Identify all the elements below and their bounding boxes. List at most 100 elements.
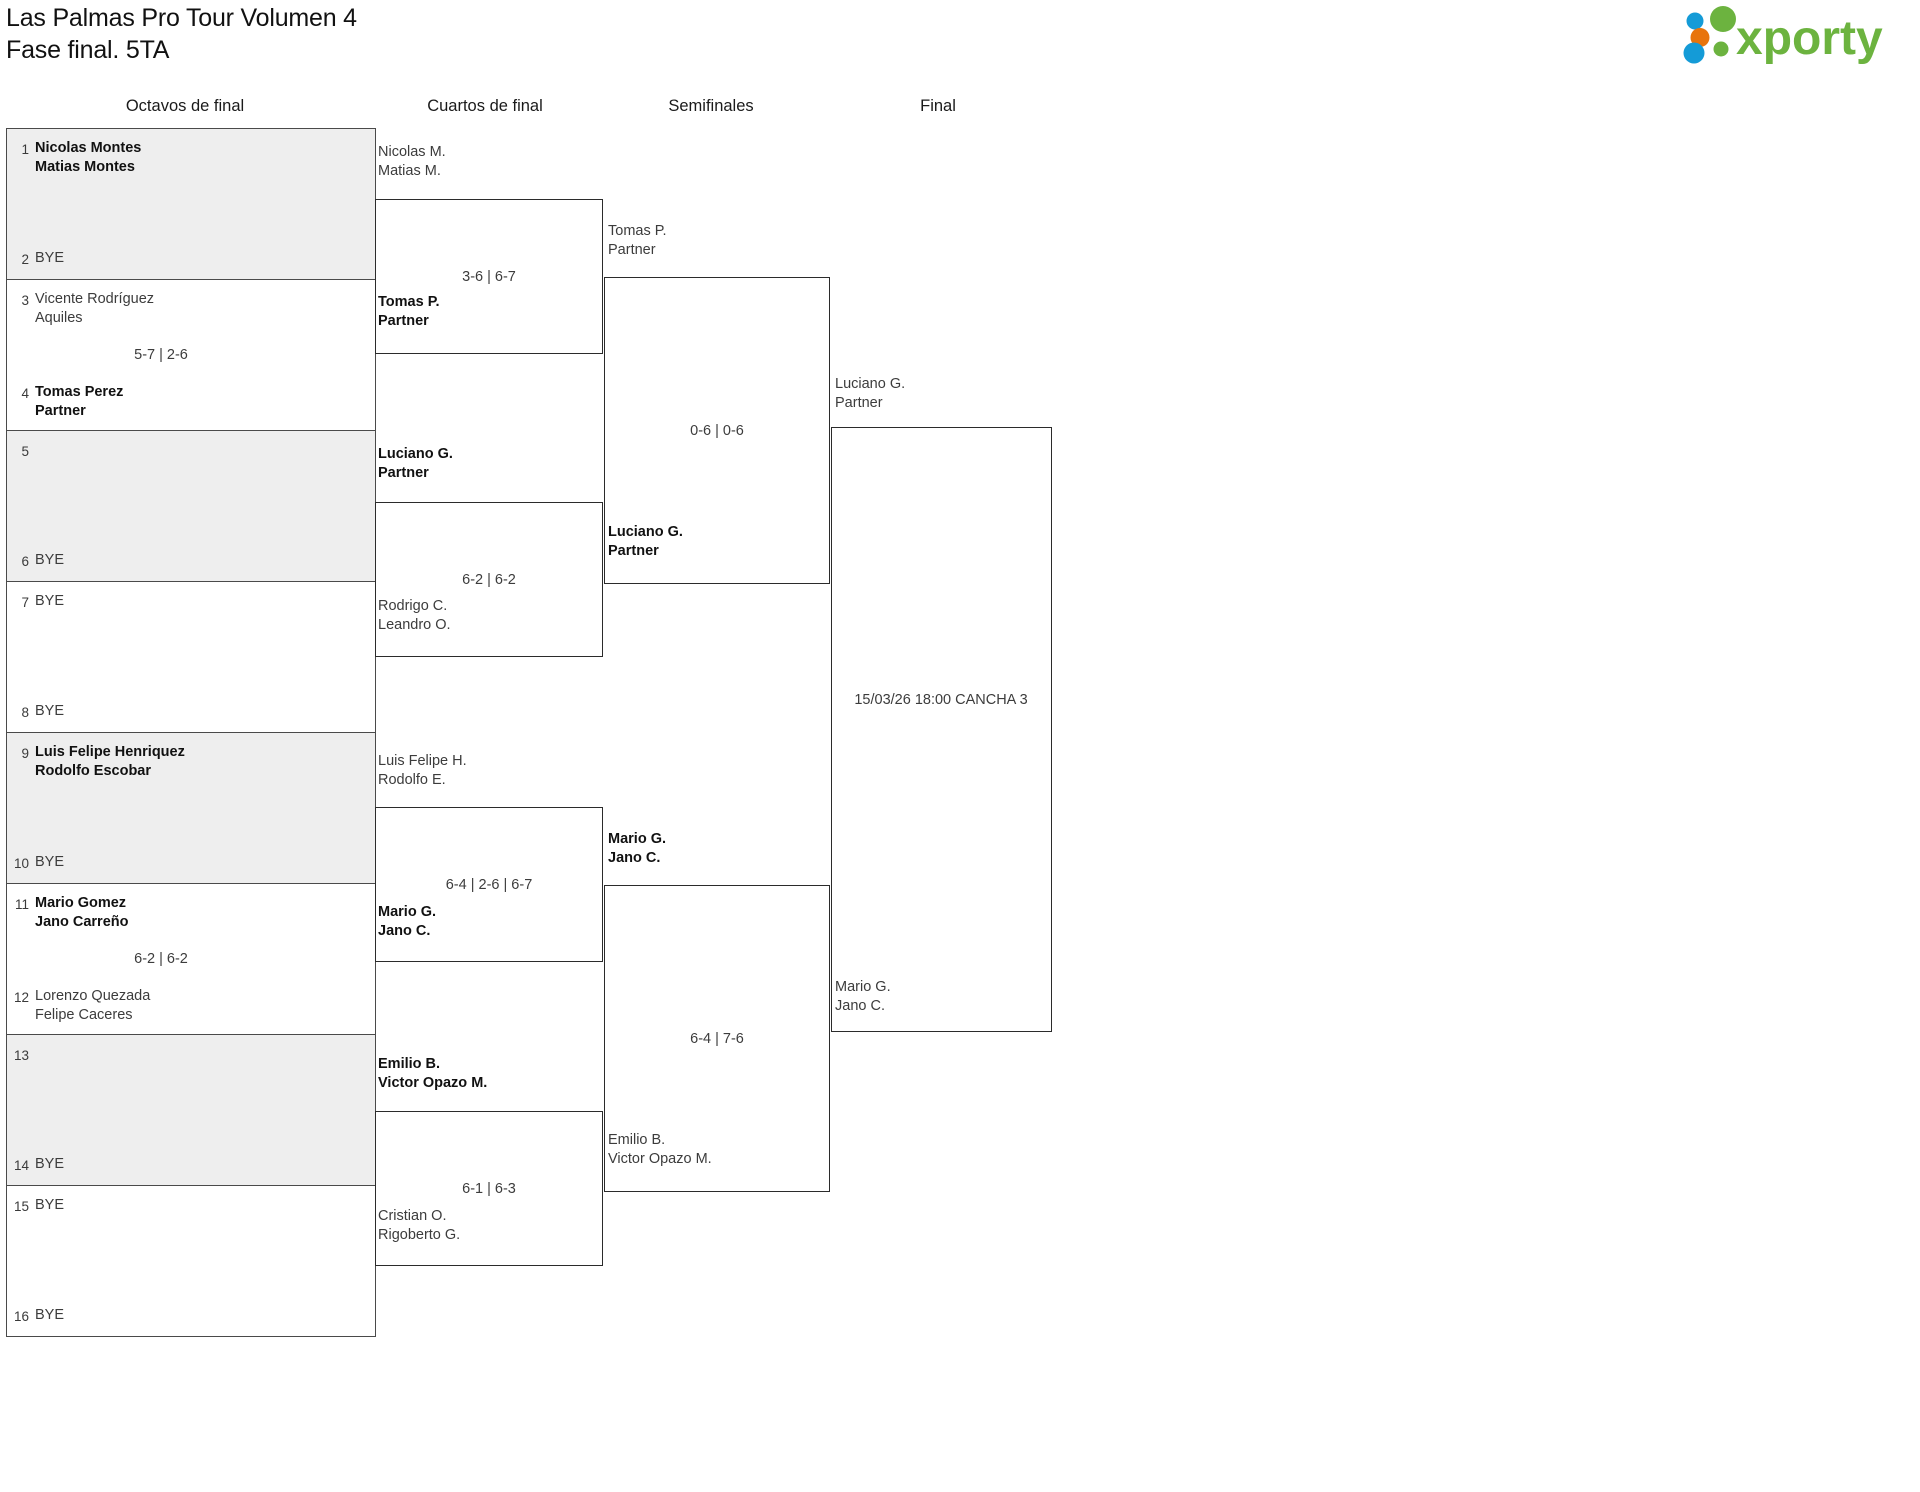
- player-line-1: Lorenzo Quezada: [35, 988, 151, 1004]
- match-score: 3-6 | 6-7: [462, 268, 516, 285]
- final-top-entry[interactable]: Luciano G. Partner: [835, 375, 905, 412]
- seed-number: 15: [13, 1199, 29, 1214]
- logo-dot-blue-bottom: [1683, 42, 1705, 64]
- player-line-1: Tomas P.: [378, 294, 440, 310]
- player-line-2: Rigoberto G.: [378, 1226, 461, 1243]
- round-header-octavos: Octavos de final: [125, 97, 245, 115]
- seed-number: 12: [13, 990, 29, 1005]
- round16-match-3[interactable]: 5 6 BYE: [7, 431, 375, 582]
- round16-match-1-bottom-slot[interactable]: 2 BYE: [7, 249, 375, 269]
- player-line-2: Matias M.: [378, 162, 441, 179]
- player-line-2: Victor Opazo M.: [608, 1150, 712, 1167]
- qf-match-2-top-entry[interactable]: Luciano G. Partner: [378, 445, 453, 482]
- xporty-logo: xporty: [1676, 6, 1906, 68]
- player-line-1: Nicolas Montes: [35, 140, 142, 156]
- player-line-2: Jano C.: [378, 922, 431, 939]
- qf-match-1-box[interactable]: 3-6 | 6-7: [375, 199, 603, 354]
- player-line-2: Jano Carreño: [35, 913, 129, 930]
- seed-number: 1: [21, 142, 29, 157]
- qf-match-2-bottom-entry[interactable]: Rodrigo C. Leandro O.: [378, 597, 451, 634]
- final-match-box[interactable]: [831, 427, 1052, 1032]
- match-score: 5-7 | 2-6: [134, 347, 188, 363]
- player-line-1: Tomas P.: [608, 223, 667, 239]
- sf-match-2-top-entry[interactable]: Mario G. Jano C.: [608, 830, 666, 867]
- qf-match-4-bottom-entry[interactable]: Cristian O. Rigoberto G.: [378, 1207, 460, 1244]
- round16-match-5[interactable]: 9 Luis Felipe Henriquez Rodolfo Escobar …: [7, 733, 375, 884]
- player-line-1: Emilio B.: [608, 1132, 666, 1148]
- round16-match-6-bottom-slot[interactable]: 12 Lorenzo Quezada Felipe Caceres: [7, 987, 375, 1024]
- final-schedule: 15/03/26 18:00 CANCHA 3: [854, 692, 1028, 708]
- player-line-2: Partner: [608, 542, 659, 559]
- player-line-2: Leandro O.: [378, 616, 451, 633]
- player-line-1: Vicente Rodríguez: [35, 291, 155, 307]
- seed-number: 8: [21, 705, 29, 720]
- sf-match-1-box[interactable]: 0-6 | 0-6: [604, 277, 830, 584]
- round16-match-8-bottom-slot[interactable]: 16 BYE: [7, 1306, 375, 1326]
- player-line-2: Rodolfo E.: [378, 771, 446, 788]
- round16-match-3-bottom-slot[interactable]: 6 BYE: [7, 551, 375, 571]
- player-line-1: Mario G.: [835, 979, 891, 995]
- round16-match-7-top-slot[interactable]: 13: [7, 1045, 375, 1065]
- sf-match-2-bottom-entry[interactable]: Emilio B. Victor Opazo M.: [608, 1131, 712, 1168]
- player-names: Luis Felipe Henriquez Rodolfo Escobar: [35, 743, 185, 780]
- match-score: 6-4 | 7-6: [690, 1030, 744, 1047]
- bye-label: BYE: [35, 552, 65, 568]
- player-line-2: Partner: [378, 464, 429, 481]
- player-line-1: Rodrigo C.: [378, 598, 448, 614]
- qf-match-3-top-entry[interactable]: Luis Felipe H. Rodolfo E.: [378, 752, 467, 789]
- match-score: 6-2 | 6-2: [462, 571, 516, 588]
- logo-dot-green-small: [1713, 41, 1729, 57]
- bye-label: BYE: [35, 593, 65, 609]
- qf-match-3-bottom-entry[interactable]: Mario G. Jano C.: [378, 903, 436, 940]
- round16-match-6[interactable]: 11 Mario Gomez Jano Carreño 12 Lorenzo Q…: [7, 884, 375, 1035]
- player-line-1: Luciano G.: [608, 524, 683, 540]
- qf-match-1-top-entry[interactable]: Nicolas M. Matias M.: [378, 143, 446, 180]
- player-line-2: Partner: [835, 394, 883, 411]
- final-bottom-entry[interactable]: Mario G. Jano C.: [835, 978, 891, 1015]
- round16-match-2-top-slot[interactable]: 3 Vicente Rodríguez Aquiles: [7, 290, 375, 327]
- round16-match-2[interactable]: 3 Vicente Rodríguez Aquiles 4 Tomas Pere…: [7, 280, 375, 431]
- round16-match-6-top-slot[interactable]: 11 Mario Gomez Jano Carreño: [7, 894, 375, 931]
- player-names: Vicente Rodríguez Aquiles: [35, 290, 154, 327]
- round16-match-4-top-slot[interactable]: 7 BYE: [7, 592, 375, 612]
- qf-match-1-bottom-entry[interactable]: Tomas P. Partner: [378, 293, 440, 330]
- sf-match-1-top-entry[interactable]: Tomas P. Partner: [608, 222, 667, 259]
- qf-match-4-top-entry[interactable]: Emilio B. Victor Opazo M.: [378, 1055, 487, 1092]
- qf-match-2-box[interactable]: 6-2 | 6-2: [375, 502, 603, 657]
- bye-label: BYE: [35, 703, 65, 719]
- player-line-2: Victor Opazo M.: [378, 1074, 488, 1091]
- player-names: Lorenzo Quezada Felipe Caceres: [35, 987, 150, 1024]
- qf-match-3-box[interactable]: 6-4 | 2-6 | 6-7: [375, 807, 603, 962]
- round16-match-1-top-slot[interactable]: 1 Nicolas Montes Matias Montes: [7, 139, 375, 176]
- tournament-title-line-1: Las Palmas Pro Tour Volumen 4: [6, 4, 357, 32]
- sf-match-2-box[interactable]: 6-4 | 7-6: [604, 885, 830, 1192]
- round16-match-5-top-slot[interactable]: 9 Luis Felipe Henriquez Rodolfo Escobar: [7, 743, 375, 780]
- bye-label: BYE: [35, 1197, 65, 1213]
- round16-match-5-bottom-slot[interactable]: 10 BYE: [7, 853, 375, 873]
- round16-match-8-top-slot[interactable]: 15 BYE: [7, 1196, 375, 1216]
- seed-number: 13: [13, 1048, 29, 1063]
- round16-match-8[interactable]: 15 BYE 16 BYE: [7, 1186, 375, 1337]
- player-line-2: Rodolfo Escobar: [35, 762, 152, 779]
- player-line-2: Partner: [378, 312, 429, 329]
- seed-number: 5: [21, 444, 29, 459]
- round-header-cuartos: Cuartos de final: [427, 97, 543, 115]
- player-line-2: Aquiles: [35, 309, 83, 326]
- round16-match-4-bottom-slot[interactable]: 8 BYE: [7, 702, 375, 722]
- match-score: 6-2 | 6-2: [134, 951, 188, 967]
- player-line-2: Jano C.: [608, 849, 661, 866]
- round16-match-7[interactable]: 13 14 BYE: [7, 1035, 375, 1186]
- round16-match-2-bottom-slot[interactable]: 4 Tomas Perez Partner: [7, 383, 375, 420]
- player-line-2: Felipe Caceres: [35, 1006, 133, 1023]
- seed-number: 14: [13, 1158, 29, 1173]
- round16-match-3-top-slot[interactable]: 5: [7, 441, 375, 461]
- seed-number: 9: [21, 746, 29, 761]
- round16-match-7-bottom-slot[interactable]: 14 BYE: [7, 1155, 375, 1175]
- round16-match-1[interactable]: 1 Nicolas Montes Matias Montes 2 BYE: [7, 129, 375, 280]
- player-line-1: Mario G.: [378, 904, 437, 920]
- sf-match-1-bottom-entry[interactable]: Luciano G. Partner: [608, 523, 683, 560]
- player-names: Nicolas Montes Matias Montes: [35, 139, 141, 176]
- round16-match-4[interactable]: 7 BYE 8 BYE: [7, 582, 375, 733]
- player-line-2: Matias Montes: [35, 158, 135, 175]
- qf-match-4-box[interactable]: 6-1 | 6-3: [375, 1111, 603, 1266]
